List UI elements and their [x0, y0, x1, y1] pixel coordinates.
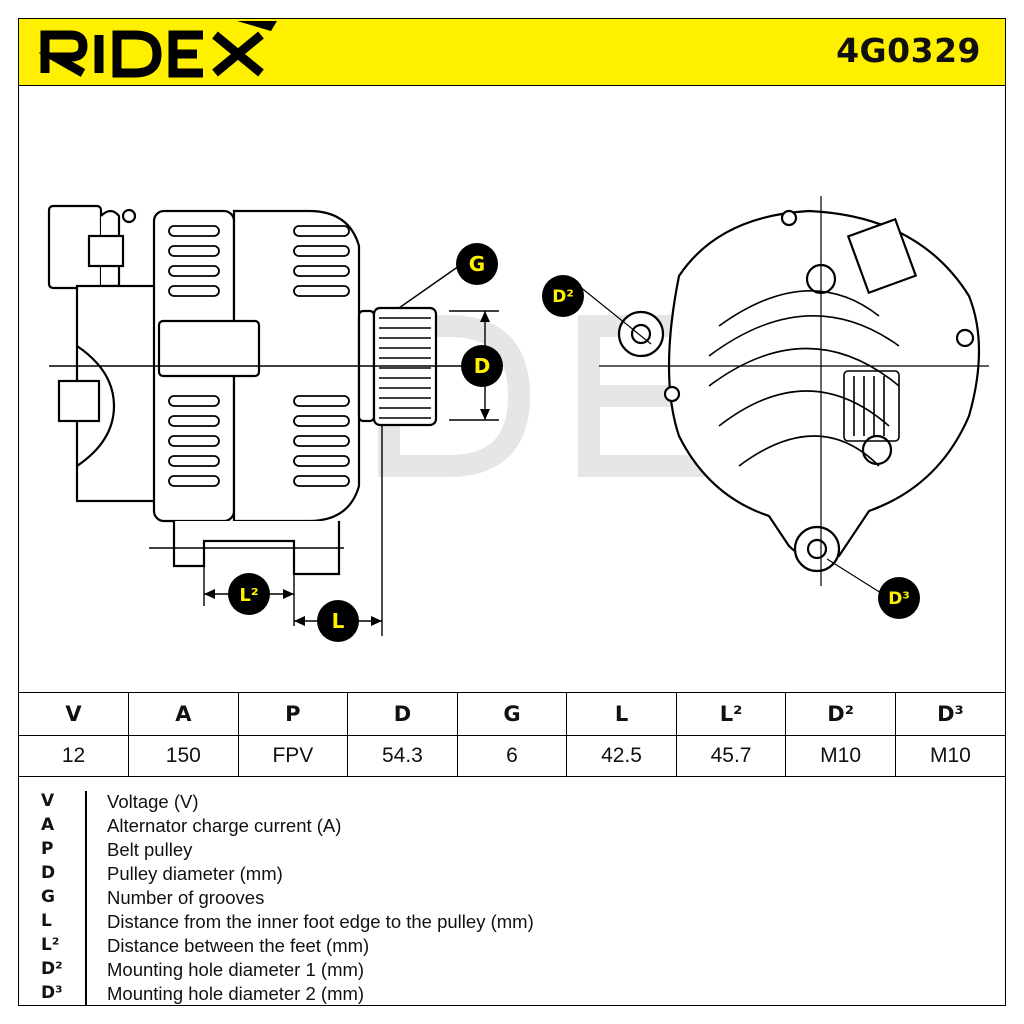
alternator-diagram: G D L² L D² D³: [47, 196, 989, 642]
callout-l: L: [317, 600, 359, 642]
spec-value-cell: 12: [19, 735, 130, 777]
svg-text:L: L: [332, 609, 345, 633]
callout-d3: D³: [878, 577, 920, 619]
spec-value-cell: M10: [894, 735, 1005, 777]
legend-symbol: D: [41, 863, 56, 883]
legend-description: Mounting hole diameter 1 (mm): [107, 959, 365, 980]
legend-description: Number of grooves: [107, 887, 265, 908]
front-view-axes: [578, 196, 989, 599]
legend-description: Voltage (V): [107, 791, 199, 812]
ridex-logo: [39, 21, 277, 78]
spec-value-cell: 45.7: [675, 735, 787, 777]
svg-text:L²: L²: [239, 585, 258, 606]
legend-description: Belt pulley: [107, 839, 193, 860]
spec-table: V A P D G L L² D² D³ 12 150 FPV 54.3 6 4…: [19, 692, 1005, 777]
legend-symbol: P: [41, 839, 54, 859]
legend-symbol: L: [41, 911, 52, 931]
dimension-lines: [49, 265, 499, 636]
legend-item: P Belt pulley: [19, 839, 1005, 863]
spec-header-cell: A: [128, 692, 239, 736]
legend-item: D³ Mounting hole diameter 2 (mm): [19, 983, 1005, 1005]
legend-divider: [85, 791, 87, 1005]
spec-value-cell: 6: [456, 735, 568, 777]
legend-description: Distance from the inner foot edge to the…: [107, 911, 534, 932]
legend-item: G Number of grooves: [19, 887, 1005, 911]
svg-text:D³: D³: [888, 589, 910, 609]
legend-item: D² Mounting hole diameter 1 (mm): [19, 959, 1005, 983]
spec-header-cell: L²: [675, 692, 787, 736]
legend-item: A Alternator charge current (A): [19, 815, 1005, 839]
spec-value-cell: M10: [785, 735, 896, 777]
legend-item: V Voltage (V): [19, 791, 1005, 815]
part-number: 4G0329: [836, 31, 981, 70]
legend-symbol: L²: [41, 935, 60, 955]
legend-description: Distance between the feet (mm): [107, 935, 370, 956]
alternator-front-view: [617, 209, 981, 573]
callout-g: G: [456, 243, 498, 285]
svg-text:G: G: [469, 252, 485, 276]
legend-symbol: A: [41, 815, 55, 835]
header-bar: 4G0329: [19, 19, 1005, 86]
spec-value-row: 12 150 FPV 54.3 6 42.5 45.7 M10 M10: [19, 735, 1005, 777]
legend-description: Alternator charge current (A): [107, 815, 342, 836]
svg-text:D²: D²: [552, 287, 574, 307]
svg-text:D: D: [474, 354, 491, 378]
legend-symbol: V: [41, 791, 55, 811]
spec-value-cell: FPV: [237, 735, 349, 777]
spec-header-cell: G: [456, 692, 568, 736]
alternator-side-view: [47, 204, 438, 576]
spec-header-cell: L: [566, 692, 677, 736]
legend: V Voltage (V) A Alternator charge curren…: [19, 791, 1005, 1005]
spec-header-cell: D: [347, 692, 458, 736]
spec-header-cell: D²: [785, 692, 896, 736]
legend-item: L² Distance between the feet (mm): [19, 935, 1005, 959]
legend-description: Pulley diameter (mm): [107, 863, 283, 884]
legend-item: L Distance from the inner foot edge to t…: [19, 911, 1005, 935]
spec-value-cell: 54.3: [347, 735, 458, 777]
legend-symbol: G: [41, 887, 55, 907]
spec-header-cell: D³: [894, 692, 1005, 736]
callout-l2: L²: [228, 573, 270, 615]
spec-value-cell: 42.5: [566, 735, 677, 777]
legend-description: Mounting hole diameter 2 (mm): [107, 983, 365, 1004]
dimension-arrows: [204, 311, 490, 626]
spec-header-cell: P: [237, 692, 349, 736]
legend-symbol: D³: [41, 983, 63, 1003]
spec-value-cell: 150: [128, 735, 239, 777]
product-sheet: 4G0329: [18, 18, 1006, 1006]
legend-item: D Pulley diameter (mm): [19, 863, 1005, 887]
callout-d: D: [461, 345, 503, 387]
spec-header-row: V A P D G L L² D² D³: [19, 692, 1005, 736]
spec-header-cell: V: [19, 692, 130, 736]
technical-drawing: G D L² L D² D³: [19, 86, 1005, 692]
legend-symbol: D²: [41, 959, 63, 979]
callout-d2: D²: [542, 275, 584, 317]
